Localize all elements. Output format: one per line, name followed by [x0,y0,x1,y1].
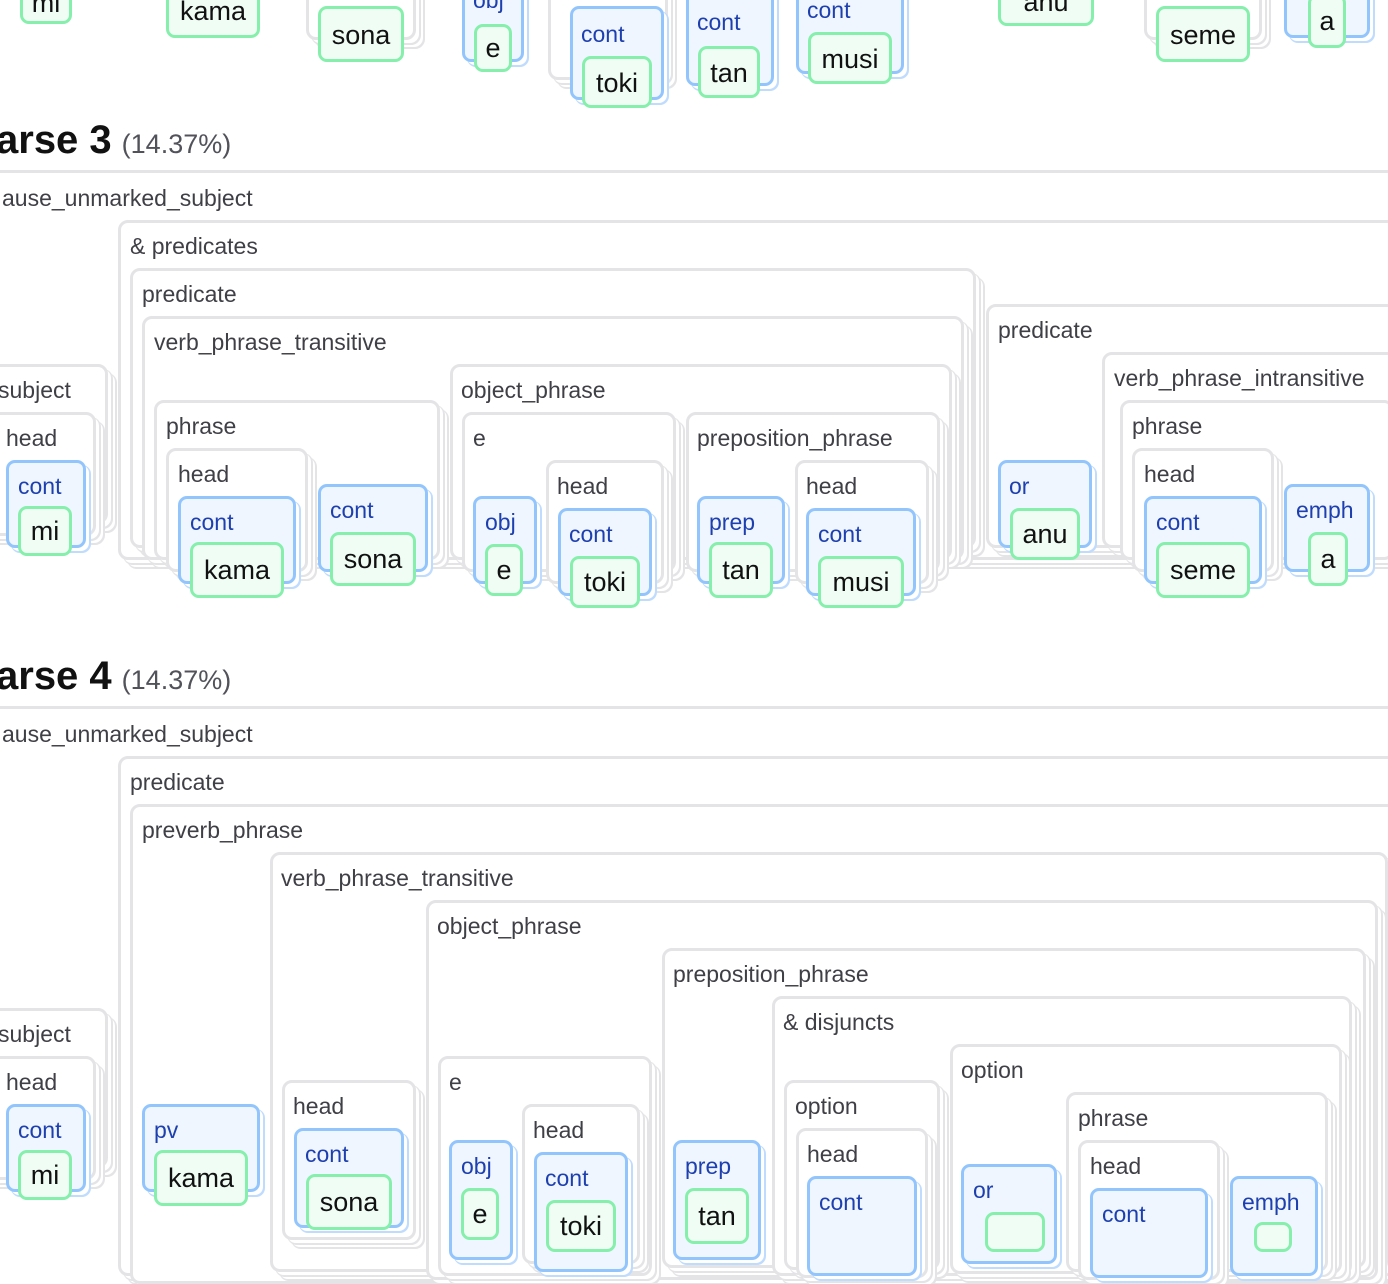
parse-header: arse 4 (14.37%) [0,654,231,699]
node-label: e [449,1069,462,1095]
tag-label: prep [709,509,756,535]
node-label: predicate [998,317,1093,343]
word-token: mi [20,0,72,24]
tag-label: cont [819,1189,863,1215]
tag-label: cont [1156,509,1200,535]
tag-label: cont [305,1141,349,1167]
node-label: head [806,473,858,499]
word-token: tan [709,542,773,598]
node-label: preverb_phrase [142,817,304,843]
parse-title: arse 3 [0,118,112,162]
node-label: & predicates [130,233,258,259]
tag-label: cont [697,9,741,35]
word-token: anu [1010,508,1080,560]
word-token: tan [698,46,760,98]
node-label: verb_phrase_transitive [154,329,387,355]
node-label: head [6,1069,58,1095]
word-token: e [485,544,523,596]
node-label: head [6,425,58,451]
node-label: subject [0,377,71,403]
header-divider [0,706,1388,709]
tag-label: prep [685,1153,732,1179]
node-label: verb_phrase_intransitive [1114,365,1365,391]
word-token: toki [582,56,652,108]
node-label: head [533,1117,585,1143]
node-label: object_phrase [437,913,582,939]
node-label: phrase [1132,413,1203,439]
node-label: head [293,1093,345,1119]
node-label: option [795,1093,858,1119]
tag-label: cont [581,21,625,47]
tag-label: or [1009,473,1030,499]
node-label: option [961,1057,1024,1083]
word-token [1254,1222,1292,1252]
node-label: predicate [130,769,225,795]
tag-label: or [973,1177,994,1203]
tag-label: cont [545,1165,589,1191]
tag-label: cont [330,497,374,523]
word-token: tan [685,1188,749,1244]
word-token: toki [570,556,640,608]
node-label: subject [0,1021,71,1047]
node-label: ause_unmarked_subject [2,185,253,211]
word-token: kama [166,0,260,38]
word-token: mi [18,1150,72,1200]
tag-label: cont [569,521,613,547]
word-token: musi [818,556,904,608]
word-token: sona [306,1174,392,1230]
tag-label: emph [1242,1189,1300,1215]
word-token: musi [808,32,892,84]
tag-label: emph [1296,497,1354,523]
parse-probability: (14.37%) [121,129,232,159]
tag-label: obj [473,0,504,13]
tag-label: cont [18,1117,62,1143]
word-token [985,1212,1045,1252]
node-label: phrase [166,413,237,439]
node-label: preposition_phrase [697,425,893,451]
node-label: predicate [142,281,237,307]
node-label: head [1090,1153,1142,1179]
word-token: e [474,24,512,72]
tag-label: cont [190,509,234,535]
tag-label: obj [461,1153,492,1179]
word-token: a [1308,0,1346,48]
word-token: anu [998,0,1094,26]
node-label: preposition_phrase [673,961,869,987]
node-label: ause_unmarked_subject [2,721,253,747]
word-token: toki [546,1200,616,1252]
word-token: sona [330,532,416,586]
tag-label: cont [1102,1201,1146,1227]
word-token: e [461,1188,499,1240]
word-token: mi [18,506,72,556]
node-label: verb_phrase_transitive [281,865,514,891]
parse-header: arse 3 (14.37%) [0,118,231,163]
parse-title: arse 4 [0,654,112,698]
word-token: seme [1156,6,1250,62]
tag-label: cont [818,521,862,547]
word-token: seme [1156,542,1250,598]
node-label: phrase [1078,1105,1149,1131]
header-divider [0,170,1388,173]
word-token: kama [154,1150,248,1206]
node-label: object_phrase [461,377,606,403]
tag-label: cont [18,473,62,499]
node-label: head [807,1141,859,1167]
node-label: head [1144,461,1196,487]
word-token: a [1308,532,1348,586]
node-label: head [178,461,230,487]
word-token: sona [318,6,404,62]
parse-probability: (14.37%) [121,665,232,695]
node-label: e [473,425,486,451]
tag-label: cont [807,0,851,23]
node-label: head [557,473,609,499]
node-label: & disjuncts [783,1009,895,1035]
word-token: kama [190,542,284,598]
tag-label: obj [485,509,516,535]
tag-label: pv [154,1117,179,1143]
